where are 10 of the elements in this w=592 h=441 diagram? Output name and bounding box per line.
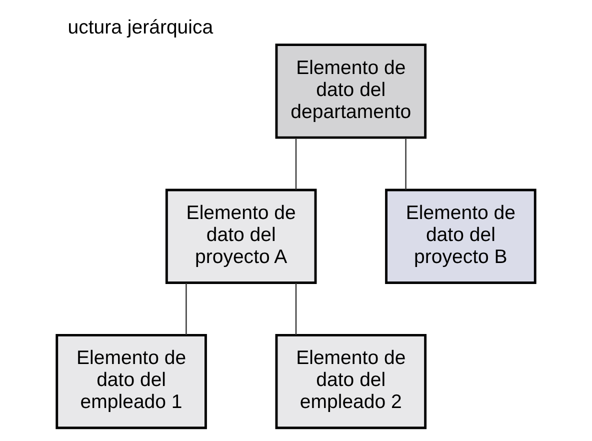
node-box: Elemento de dato del departamento (275, 44, 427, 139)
connector (186, 283, 187, 335)
node-box: Elemento de dato del proyecto B (385, 188, 536, 284)
diagram-title: uctura jerárquica (68, 16, 214, 39)
connector (405, 138, 406, 190)
node-box: Elemento de dato del empleado 2 (275, 334, 427, 430)
connector (295, 283, 297, 335)
node-box: Elemento de dato del empleado 1 (56, 334, 207, 430)
connector (295, 138, 297, 190)
node-box: Elemento de dato del proyecto A (165, 188, 317, 284)
